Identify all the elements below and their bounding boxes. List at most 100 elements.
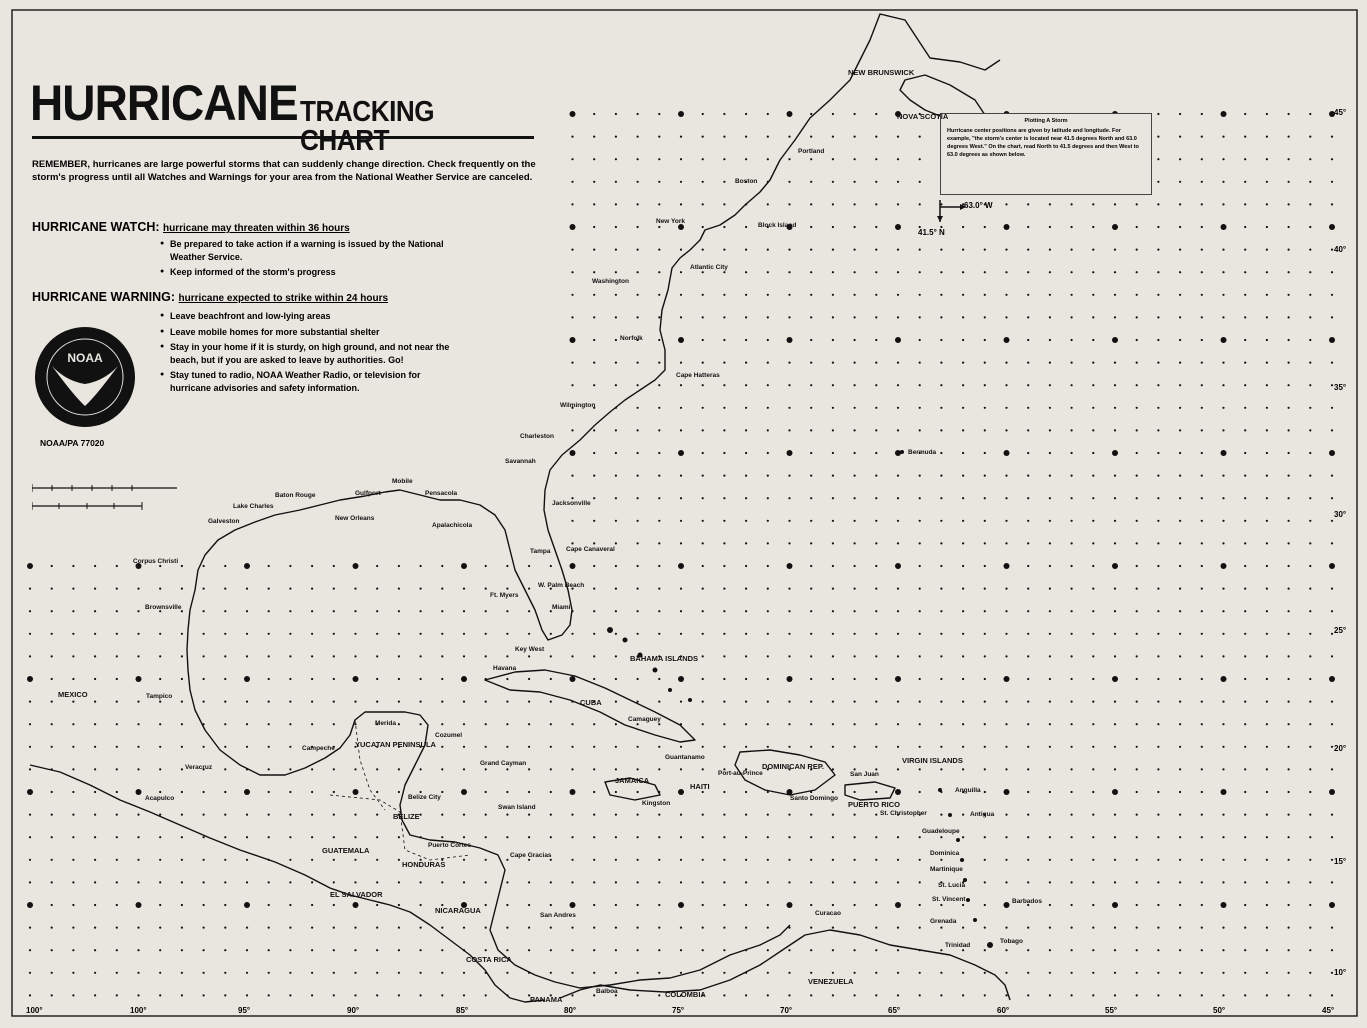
grid-intersection-minor bbox=[1048, 271, 1051, 274]
grid-intersection-minor bbox=[289, 903, 292, 907]
grid-intersection-minor bbox=[766, 158, 769, 161]
grid-intersection-minor bbox=[72, 949, 75, 952]
grid-intersection-minor bbox=[115, 881, 118, 884]
grid-intersection-minor bbox=[1244, 451, 1247, 455]
grid-intersection-minor bbox=[159, 768, 162, 771]
grid-intersection-minor bbox=[766, 203, 769, 206]
grid-intersection-minor bbox=[658, 361, 661, 364]
grid-intersection-minor bbox=[571, 813, 574, 816]
grid-intersection-minor bbox=[679, 587, 683, 590]
grid-intersection-minor bbox=[658, 497, 661, 500]
grid-intersection-minor bbox=[506, 632, 509, 635]
grid-intersection-minor bbox=[159, 994, 162, 997]
grid-intersection-major bbox=[1220, 450, 1227, 456]
grid-intersection-minor bbox=[831, 587, 835, 590]
grid-intersection-minor bbox=[614, 632, 618, 635]
grid-intersection-minor bbox=[723, 293, 726, 296]
grid-intersection-minor bbox=[94, 745, 97, 748]
grid-intersection-minor bbox=[1048, 361, 1051, 364]
grid-intersection-minor bbox=[593, 632, 596, 635]
grid-intersection-minor bbox=[636, 836, 639, 839]
grid-intersection-minor bbox=[853, 881, 856, 884]
grid-intersection-minor bbox=[636, 497, 639, 500]
grid-intersection-minor bbox=[918, 293, 921, 296]
grid-intersection-minor bbox=[940, 474, 943, 477]
grid-intersection-major bbox=[1003, 902, 1010, 908]
grid-intersection-minor bbox=[614, 903, 618, 907]
grid-intersection-minor bbox=[1092, 949, 1095, 952]
grid-intersection-minor bbox=[962, 926, 965, 929]
grid-intersection-minor bbox=[636, 406, 639, 409]
place-label: San Andres bbox=[540, 912, 576, 919]
grid-intersection-minor bbox=[1222, 994, 1225, 997]
grid-intersection-minor bbox=[549, 587, 552, 590]
grid-intersection-minor bbox=[376, 745, 379, 748]
grid-intersection-minor bbox=[940, 316, 943, 319]
grid-intersection-minor bbox=[94, 587, 97, 590]
grid-intersection-minor bbox=[506, 610, 509, 613]
grid-intersection-minor bbox=[679, 836, 683, 839]
grid-intersection-minor bbox=[723, 497, 726, 500]
place-label: Block Island bbox=[758, 222, 797, 229]
grid-intersection-minor bbox=[701, 293, 704, 296]
grid-intersection-minor bbox=[354, 926, 357, 929]
grid-intersection-minor bbox=[896, 384, 900, 387]
grid-intersection-minor bbox=[679, 813, 683, 816]
grid-intersection-minor bbox=[701, 949, 704, 952]
grid-intersection-minor bbox=[831, 971, 835, 974]
grid-intersection-minor bbox=[614, 474, 618, 477]
grid-intersection-minor bbox=[1027, 225, 1030, 229]
grid-intersection-minor bbox=[766, 429, 769, 432]
grid-intersection-minor bbox=[202, 971, 205, 974]
grid-intersection-minor bbox=[1027, 429, 1030, 432]
grid-intersection-minor bbox=[1265, 406, 1268, 409]
grid-intersection-minor bbox=[528, 677, 531, 681]
grid-intersection-minor bbox=[1070, 858, 1073, 861]
grid-intersection-minor bbox=[983, 587, 986, 590]
grid-intersection-minor bbox=[1135, 361, 1138, 364]
grid-intersection-minor bbox=[853, 768, 856, 771]
grid-intersection-minor bbox=[1048, 768, 1051, 771]
grid-intersection-minor bbox=[28, 949, 32, 952]
grid-intersection-minor bbox=[1200, 677, 1203, 681]
grid-intersection-minor bbox=[245, 610, 249, 613]
grid-intersection-minor bbox=[723, 158, 726, 161]
grid-intersection-minor bbox=[267, 745, 270, 748]
grid-intersection-minor bbox=[896, 949, 900, 952]
grid-intersection-major bbox=[1003, 224, 1010, 230]
grid-intersection-minor bbox=[1048, 745, 1051, 748]
grid-intersection-minor bbox=[810, 429, 813, 432]
grid-intersection-minor bbox=[528, 836, 531, 839]
grid-intersection-minor bbox=[831, 519, 835, 522]
grid-intersection-major bbox=[1112, 563, 1118, 569]
grid-intersection-minor bbox=[831, 813, 835, 816]
grid-intersection-major bbox=[786, 789, 793, 795]
grid-intersection-minor bbox=[159, 655, 162, 658]
grid-intersection-minor bbox=[593, 971, 596, 974]
grid-intersection-minor bbox=[745, 519, 748, 522]
grid-intersection-minor bbox=[701, 903, 704, 907]
grid-intersection-major bbox=[569, 450, 576, 456]
grid-intersection-minor bbox=[311, 790, 314, 794]
place-label: Brownsville bbox=[145, 604, 182, 611]
grid-intersection-minor bbox=[853, 135, 856, 138]
grid-intersection-minor bbox=[810, 881, 813, 884]
grid-intersection-minor bbox=[875, 949, 878, 952]
grid-intersection-minor bbox=[441, 858, 444, 861]
grid-intersection-minor bbox=[528, 610, 531, 613]
grid-intersection-minor bbox=[1265, 971, 1268, 974]
grid-intersection-minor bbox=[701, 610, 704, 613]
grid-intersection-minor bbox=[918, 813, 921, 816]
grid-intersection-minor bbox=[658, 881, 661, 884]
grid-intersection-minor bbox=[1070, 971, 1073, 974]
grid-intersection-minor bbox=[1287, 406, 1290, 409]
grid-intersection-minor bbox=[1330, 745, 1334, 748]
grid-intersection-minor bbox=[528, 858, 531, 861]
grid-intersection-minor bbox=[723, 677, 726, 681]
grid-intersection-minor bbox=[1244, 338, 1247, 342]
grid-intersection-minor bbox=[1005, 519, 1008, 522]
grid-intersection-minor bbox=[1179, 429, 1182, 432]
grid-intersection-minor bbox=[962, 248, 965, 251]
grid-intersection-minor bbox=[1070, 655, 1073, 658]
place-label: Boston bbox=[735, 178, 758, 185]
